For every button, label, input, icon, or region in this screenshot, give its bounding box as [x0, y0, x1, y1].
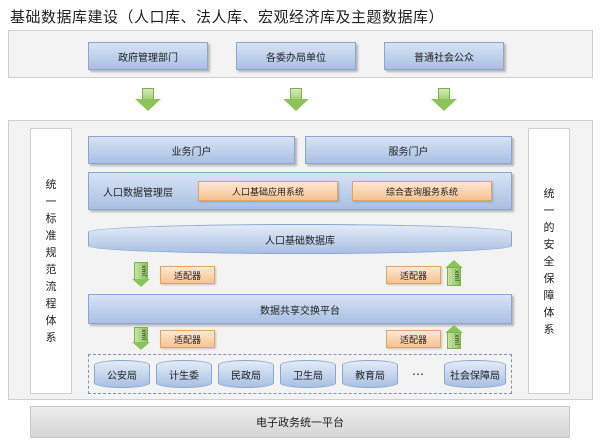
left-side-label: 统一标准规范流程体系: [45, 178, 57, 344]
xml-label: xml: [453, 334, 460, 346]
population-app-system: 人口基础应用系统: [198, 181, 338, 201]
left-side-standards: 统一标准规范流程体系: [30, 128, 72, 394]
xml-down-arrow: xml: [132, 327, 150, 351]
portal-service: 服务门户: [305, 136, 512, 164]
xml-label: xml: [453, 270, 460, 282]
dept-db-social-security: 社会保障局: [444, 360, 506, 388]
dept-db-family-planning: 计生委: [156, 360, 212, 388]
adapter-left-1: 适配器: [160, 266, 215, 284]
query-service-system: 综合查询服务系统: [352, 181, 492, 201]
xml-up-arrow: xml: [445, 325, 463, 349]
adapter-right-1: 适配器: [386, 266, 441, 284]
adapter-left-2: 适配器: [160, 330, 215, 348]
adapter-right-2: 适配器: [386, 330, 441, 348]
xml-up-arrow: xml: [445, 260, 463, 286]
user-box-departments: 各委办局单位: [236, 42, 356, 70]
dept-db-public-security: 公安局: [94, 360, 150, 388]
main-panel: [8, 120, 593, 400]
dept-db-education: 教育局: [342, 360, 398, 388]
dept-db-civil-affairs: 民政局: [218, 360, 274, 388]
right-side-label: 统一的安全保障体系: [543, 186, 555, 336]
xml-label: xml: [140, 329, 147, 341]
portal-business: 业务门户: [88, 136, 295, 164]
department-db-group: [88, 354, 512, 394]
population-management-label: 人口数据管理层: [103, 187, 173, 199]
population-database: 人口基础数据库: [88, 224, 512, 254]
right-side-security: 统一的安全保障体系: [528, 128, 570, 394]
xml-down-arrow: xml: [132, 262, 150, 288]
down-arrow-icon: [431, 88, 457, 112]
ellipsis: …: [412, 364, 428, 378]
dept-db-health: 卫生局: [280, 360, 336, 388]
user-box-government: 政府管理部门: [88, 42, 208, 70]
page-title: 基础数据库建设（人口库、法人库、宏观经济库及主题数据库）: [10, 8, 445, 26]
down-arrow-icon: [135, 88, 161, 112]
xml-label: xml: [140, 265, 147, 277]
user-box-public: 普通社会公众: [384, 42, 504, 70]
down-arrow-icon: [283, 88, 309, 112]
egov-unified-platform: 电子政务统一平台: [30, 406, 570, 438]
data-exchange-platform: 数据共享交换平台: [88, 294, 512, 324]
